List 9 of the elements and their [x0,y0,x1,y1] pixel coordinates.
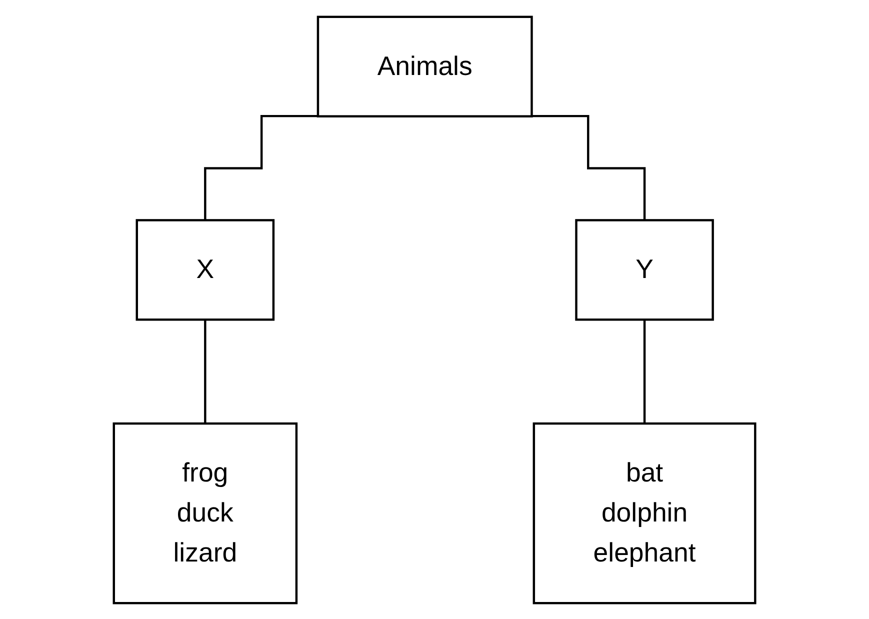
connector [204,114,318,221]
category-box: X [136,218,275,320]
category-box: Animals [316,15,533,117]
connector [532,114,646,221]
connector [643,318,646,424]
category-box: bat dolphin elephant [532,422,756,604]
connector [204,318,206,424]
category-box: Y [575,218,714,320]
category-box: frog duck lizard [112,422,298,604]
